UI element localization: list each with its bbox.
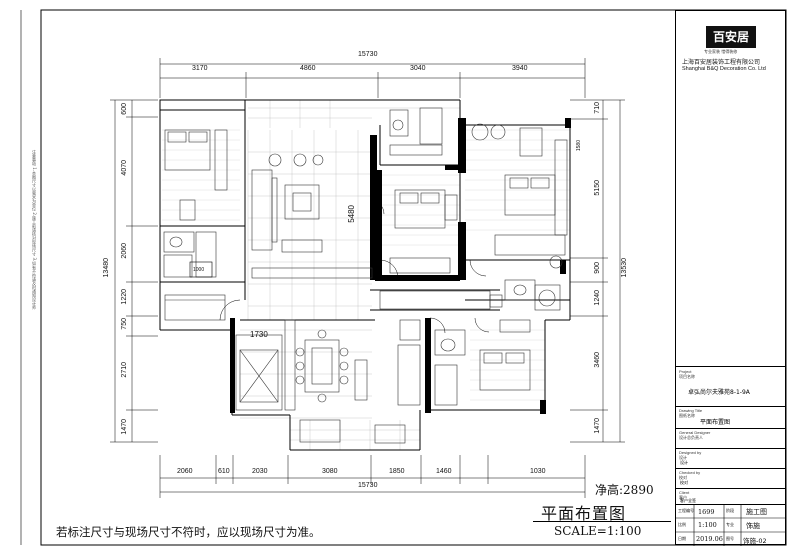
title-block: 百安居 专业家装 惜得装修 上海百安居装饰工程有限公司 Shanghai B&Q… (675, 10, 786, 546)
designed-by-value: 设计 (680, 460, 688, 465)
right-dimension-2: 5150 (594, 180, 601, 196)
left-dimension-3: 2060 (121, 243, 128, 259)
designed-by-section: Designed by 设计 设计 (676, 448, 785, 468)
plan-scale: SCALE=1:100 (554, 524, 642, 538)
bottom-dimension-4: 3080 (322, 468, 338, 475)
left-dimension-lines (110, 99, 158, 443)
designed-by-label: Designed by 设计 (679, 450, 702, 460)
ceiling-height: 净高:2890 (595, 483, 654, 497)
bottom-dimension-lines (159, 455, 586, 498)
bed-2 (394, 189, 446, 229)
drawing-title-section: Drawing Title 图纸名称 平面布置图 (676, 406, 785, 428)
general-designer-label: General Designer 设计总负责人 (679, 430, 711, 440)
floor-tile-grid (240, 100, 460, 450)
top-dimension-2: 4860 (300, 65, 316, 72)
left-dimension-2: 4070 (121, 160, 128, 176)
top-total-dimension: 15730 (358, 51, 378, 58)
checked-by-value: 校对 (680, 480, 688, 485)
right-dimension-lines (570, 99, 625, 443)
plan-title: 平面布置图 (541, 504, 627, 523)
cell-drawing-no-label: 图号 (726, 536, 734, 541)
drawing-title-label: Drawing Title 图纸名称 (679, 408, 703, 418)
project-label: Project 项目名称 (679, 369, 695, 379)
inner-dimension-kitchen: 1730 (250, 330, 268, 339)
cell-stage: 施工图 (746, 508, 767, 516)
company-name-cn: 上海百安居装饰工程有限公司 (682, 59, 761, 66)
bottom-dimension-2: 610 (218, 468, 230, 475)
checked-by-section: Checked by 校对 校对 (676, 468, 785, 488)
top-dimension-1: 3170 (192, 65, 208, 72)
general-designer-section: General Designer 设计总负责人 (676, 428, 785, 448)
cell-discipline: 饰施 (746, 522, 760, 530)
drawing-title-value: 平面布置图 (700, 419, 731, 426)
bottom-dimension-7: 1030 (530, 468, 546, 475)
info-grid-lines (676, 505, 785, 546)
tv-cabinet (251, 267, 373, 279)
info-grid: 工程编号 1699 阶段 施工图 比例 1:100 专业 饰施 日期 2019.… (676, 504, 785, 546)
doors (219, 199, 490, 334)
project-section: Project 项目名称 卓弘尚尔夫雅苑8-1-9A (676, 366, 785, 406)
bottom-dimension-6: 1460 (436, 468, 452, 475)
top-dimension-3: 3040 (410, 65, 426, 72)
client-value: 客户全签 (680, 498, 696, 503)
cell-job-no: 1699 (698, 508, 715, 516)
left-dimension-5: 750 (121, 318, 128, 330)
coffee-table (284, 184, 320, 220)
bed-1 (164, 129, 211, 171)
cell-job-no-label: 工程编号 (678, 508, 694, 513)
left-dimension-7: 1470 (121, 419, 128, 435)
right-dimension-5: 3460 (594, 352, 601, 368)
cell-scale-label: 比例 (678, 522, 686, 527)
top-dimension-lines (159, 58, 586, 98)
right-dimension-3: 900 (594, 262, 601, 274)
left-dimension-6: 2710 (121, 362, 128, 378)
client-section: Client 客户 客户全签 (676, 488, 785, 504)
inner-dimension-living: 5480 (347, 205, 356, 223)
right-dimension-6: 1470 (594, 418, 601, 434)
cell-discipline-label: 专业 (726, 522, 734, 527)
top-dimension-4: 3940 (512, 65, 528, 72)
corridor-cabinet (379, 290, 491, 310)
left-total-dimension: 13480 (103, 258, 110, 278)
bed-3 (504, 174, 556, 216)
company-logo: 百安居 (706, 26, 756, 48)
title-underline (533, 521, 671, 522)
kitchen (235, 334, 283, 411)
project-value: 卓弘尚尔夫雅苑8-1-9A (688, 389, 750, 396)
company-slogan: 专业家装 惜得装修 (704, 49, 738, 54)
cell-stage-label: 阶段 (726, 508, 734, 513)
cell-drawing-no: 饰施-02 (743, 537, 767, 545)
right-total-dimension: 13530 (621, 258, 628, 278)
left-dimension-4: 1220 (121, 289, 128, 305)
cell-date: 2019.06 (696, 535, 723, 543)
left-margin-note: 注意事项 1.本图尺寸以毫米为单位 2.施工前请核对现场尺寸 3.如有不符请及时… (32, 150, 37, 310)
floor-hatch (162, 129, 570, 401)
bottom-dimension-3: 2030 (252, 468, 268, 475)
inner-dimension-bedroom: 1580 (576, 140, 582, 152)
dining-table (304, 339, 340, 393)
sofa (251, 169, 273, 251)
bottom-dimension-1: 2060 (177, 468, 193, 475)
walls-thin (159, 99, 571, 451)
bottom-dimension-5: 1850 (389, 468, 405, 475)
right-dimension-4: 1240 (594, 290, 601, 306)
bed-4 (479, 349, 531, 391)
inner-dimension-bath: 1000 (193, 267, 205, 273)
bottom-total-dimension: 15730 (358, 482, 378, 489)
checked-by-label: Checked by 校对 (679, 470, 701, 480)
company-name-en: Shanghai B&Q Decoration Co. Ltd (682, 66, 766, 72)
left-dimension-1: 600 (121, 103, 128, 115)
right-dimension-1: 710 (594, 102, 601, 114)
cell-date-label: 日期 (678, 536, 686, 541)
walls-structural (230, 118, 571, 414)
client-label: Client 客户 (679, 490, 690, 500)
cell-scale: 1:100 (698, 521, 717, 529)
plan-note: 若标注尺寸与现场尺寸不符时，应以现场尺寸为准。 (56, 525, 321, 539)
furniture (163, 107, 568, 444)
